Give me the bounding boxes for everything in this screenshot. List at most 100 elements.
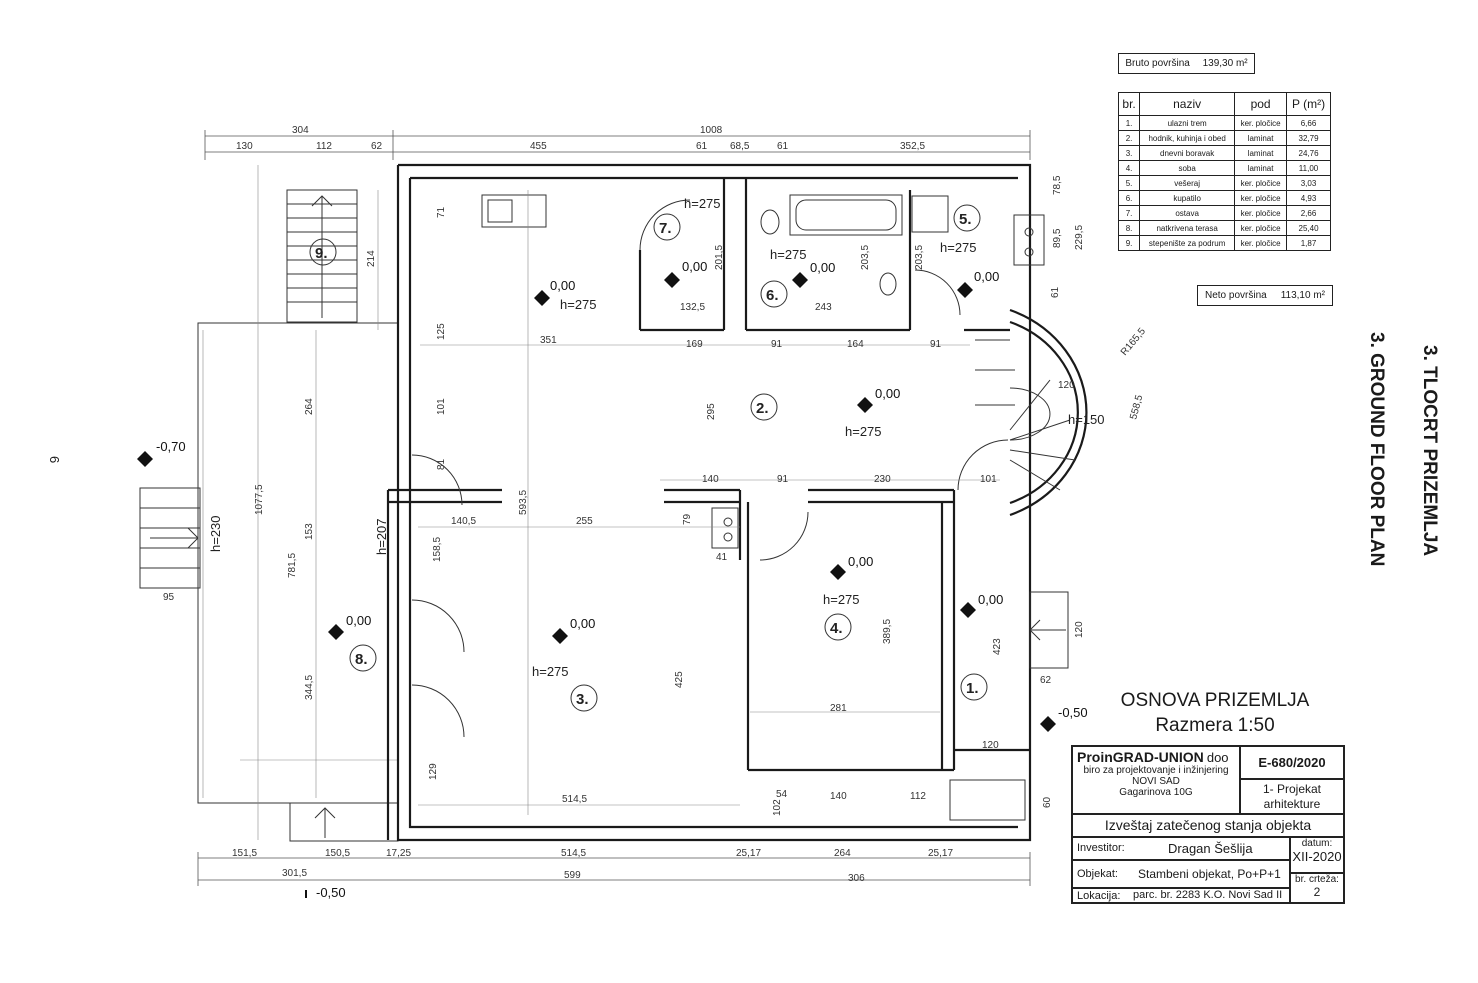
dim-120c: 120 bbox=[1058, 380, 1075, 391]
date-cell: datum: XII-2020 bbox=[1290, 837, 1344, 873]
dim-264b: 264 bbox=[834, 848, 851, 859]
location-value: parc. br. 2283 K.O. Novi Sad II bbox=[1133, 889, 1283, 901]
height-opening: h=207 bbox=[374, 518, 389, 555]
cell: 7. bbox=[1117, 205, 1141, 221]
elevation-laundry: 0,00 bbox=[974, 269, 999, 284]
dim-352-5: 352,5 bbox=[900, 141, 925, 152]
cell: ker. pločice bbox=[1234, 190, 1288, 206]
dim-132-5: 132,5 bbox=[680, 302, 705, 313]
cell: 6,66 bbox=[1286, 115, 1331, 131]
dim-62b: 62 bbox=[1040, 675, 1052, 686]
dim-79: 79 bbox=[682, 513, 693, 525]
dim-389-5: 389,5 bbox=[882, 619, 893, 644]
dim-301-5: 301,5 bbox=[282, 868, 307, 879]
cell: natkrivena terasa bbox=[1139, 220, 1236, 236]
dim-558-5: 558,5 bbox=[1128, 393, 1145, 420]
washing-machine bbox=[911, 195, 949, 233]
elevation-kitchen-marker: 0,00 bbox=[534, 278, 575, 306]
dim-306: 306 bbox=[848, 873, 865, 884]
dim-455: 455 bbox=[530, 141, 547, 152]
elevation-left-marker: -0,70 bbox=[137, 439, 186, 467]
building-walls bbox=[386, 163, 1032, 842]
elevation-room-4: 0,00 bbox=[848, 554, 873, 569]
cell: 1,87 bbox=[1286, 235, 1331, 251]
room-4-number: 4. bbox=[830, 620, 843, 637]
cell: ker. pločice bbox=[1234, 235, 1288, 251]
dim-230: 230 bbox=[874, 474, 891, 485]
net-area-label: Neto površina bbox=[1205, 290, 1267, 301]
dim-41: 41 bbox=[716, 552, 728, 563]
dimension-lines-top: 304 1008 130 112 62 455 61 68,5 61 352,5 bbox=[204, 125, 1031, 160]
cell: 3. bbox=[1117, 145, 1141, 161]
elevation-left: -0,70 bbox=[156, 439, 186, 454]
dim-169: 169 bbox=[686, 339, 703, 350]
cell: ostava bbox=[1139, 205, 1236, 221]
dim-129: 129 bbox=[428, 763, 439, 780]
col-name: naziv bbox=[1139, 92, 1236, 116]
dim-91a: 91 bbox=[771, 339, 783, 350]
cell: 11,00 bbox=[1286, 160, 1331, 176]
location-row: Lokacija: parc. br. 2283 K.O. Novi Sad I… bbox=[1072, 888, 1290, 903]
entry-stair-right bbox=[1029, 591, 1069, 669]
cell: stepenište za podrum bbox=[1139, 235, 1236, 251]
project-part: 1- Projekat arhitekture bbox=[1240, 779, 1344, 814]
cell: dnevni boravak bbox=[1139, 145, 1236, 161]
gross-area-box: Bruto površina 139,30 m² bbox=[1118, 53, 1255, 74]
elevation-entry: 0,00 bbox=[978, 592, 1003, 607]
dim-781-5: 781,5 bbox=[287, 553, 298, 578]
elevation-hall: 0,00 bbox=[875, 386, 900, 401]
plan-caption-title: OSNOVA PRIZEMLJA bbox=[1120, 690, 1310, 711]
title-block: ProinGRAD-UNION doo biro za projektovanj… bbox=[1071, 745, 1345, 904]
drawing-label: br. crteža: bbox=[1295, 874, 1339, 885]
elevation-bottom-marker: -0,50 bbox=[305, 885, 346, 900]
elevation-markers: 0,00 0,00 0,00 0,00 0,00 0,00 0,00 0,00 … bbox=[137, 259, 1088, 900]
dim-281: 281 bbox=[830, 703, 847, 714]
company-subtitle: biro za projektovanje i inžinjering bbox=[1083, 765, 1229, 776]
dim-102: 102 bbox=[772, 799, 783, 816]
room-1-number: 1. bbox=[966, 680, 979, 697]
cell: soba bbox=[1139, 160, 1236, 176]
elevation-room4-marker: 0,00 bbox=[830, 554, 873, 580]
dim-423: 423 bbox=[992, 638, 1003, 655]
company-city: NOVI SAD bbox=[1132, 776, 1180, 787]
side-entry-stair bbox=[139, 487, 201, 589]
dim-593-5: 593,5 bbox=[518, 490, 529, 515]
dim-120b: 120 bbox=[1074, 621, 1085, 638]
height-kitchen: h=275 bbox=[560, 297, 597, 312]
dim-61b: 61 bbox=[777, 141, 789, 152]
cell: 25,40 bbox=[1286, 220, 1331, 236]
inner-dimensions: 351 169 91 164 91 140 91 230 101 140,5 2… bbox=[163, 175, 1148, 816]
height-room-4: h=275 bbox=[823, 592, 860, 607]
room-2-number: 2. bbox=[756, 400, 769, 417]
cell: ker. pločice bbox=[1234, 220, 1288, 236]
object-value: Stambeni objekat, Po+P+1 bbox=[1138, 867, 1281, 881]
project-code: E-680/2020 bbox=[1240, 746, 1344, 779]
dim-153: 153 bbox=[304, 523, 315, 540]
cell: 2,66 bbox=[1286, 205, 1331, 221]
elevation-right-marker: -0,50 bbox=[1040, 705, 1088, 732]
cell: kupatilo bbox=[1139, 190, 1236, 206]
plan-caption: OSNOVA PRIZEMLJA Razmera 1:50 bbox=[1110, 688, 1320, 738]
kitchen-sink bbox=[481, 194, 547, 228]
dim-25-17a: 25,17 bbox=[736, 848, 761, 859]
net-area-value: 113,10 m² bbox=[1280, 290, 1325, 301]
toilet bbox=[760, 209, 897, 296]
height-bathroom: h=275 bbox=[770, 247, 807, 262]
title-serbian: 3. TLOCRT PRIZEMLJA bbox=[1419, 345, 1440, 557]
dim-17-25: 17,25 bbox=[386, 848, 411, 859]
dim-62: 62 bbox=[371, 141, 383, 152]
dim-150-5: 150,5 bbox=[325, 848, 350, 859]
dim-120a: 120 bbox=[982, 740, 999, 751]
doors bbox=[411, 199, 1009, 738]
dim-229-5: 229,5 bbox=[1074, 225, 1085, 250]
dim-304: 304 bbox=[292, 125, 309, 136]
dim-112b: 112 bbox=[910, 791, 926, 802]
date-label: datum: bbox=[1301, 838, 1333, 849]
dim-68-5: 68,5 bbox=[730, 141, 750, 152]
cell: hodnik, kuhinja i obed bbox=[1139, 130, 1236, 146]
dim-151-5: 151,5 bbox=[232, 848, 257, 859]
dim-514-5-inner: 514,5 bbox=[562, 794, 587, 805]
cell: 32,79 bbox=[1286, 130, 1331, 146]
